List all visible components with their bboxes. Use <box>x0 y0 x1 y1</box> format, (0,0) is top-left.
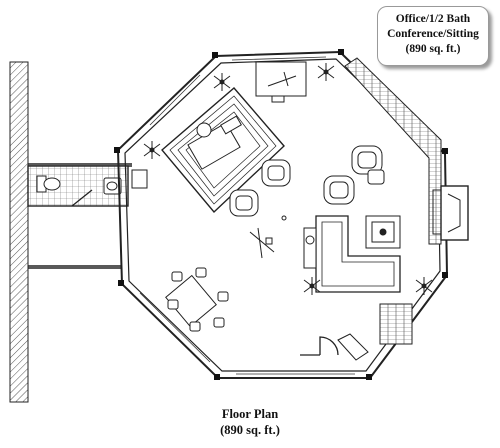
caption-area: (890 sq. ft.) <box>220 423 280 437</box>
plant-icon <box>317 63 335 81</box>
stair-treads <box>379 303 413 345</box>
window-strips <box>139 56 355 375</box>
exterior-wall-hatched <box>9 61 29 403</box>
central-rug <box>161 87 285 214</box>
east-bumpout <box>432 185 469 241</box>
bath-door-swing <box>71 189 93 207</box>
entry-stair <box>300 303 413 361</box>
label-line-1: Office/1/2 Bath <box>395 13 471 25</box>
coffee-table <box>365 215 401 249</box>
lounge-chairs <box>229 159 291 217</box>
label-line-3: (890 sq. ft.) <box>405 43 461 55</box>
top-desk <box>255 61 307 103</box>
plant-icon <box>143 141 161 159</box>
half-bath <box>27 165 148 207</box>
plant-icon <box>213 73 231 91</box>
bath-cabinet <box>131 169 148 189</box>
sitting-chairs <box>323 145 385 205</box>
center-easel <box>249 215 287 259</box>
label-line-2: Conference/Sitting <box>387 28 479 40</box>
sectional-sofa <box>303 215 401 293</box>
caption-title: Floor Plan <box>221 407 279 421</box>
corner-posts <box>114 49 448 380</box>
potted-plants <box>143 63 433 295</box>
plant-icon <box>415 277 433 295</box>
sink-icon <box>103 177 122 195</box>
plan-label-box: Office/1/2 Bath Conference/Sitting (890 … <box>377 6 489 66</box>
ne-counter <box>344 57 442 245</box>
plant-icon <box>303 277 321 295</box>
toilet-icon <box>36 175 61 193</box>
floor-plan-caption: Floor Plan (890 sq. ft.) <box>150 406 350 438</box>
conference-table <box>165 267 229 332</box>
